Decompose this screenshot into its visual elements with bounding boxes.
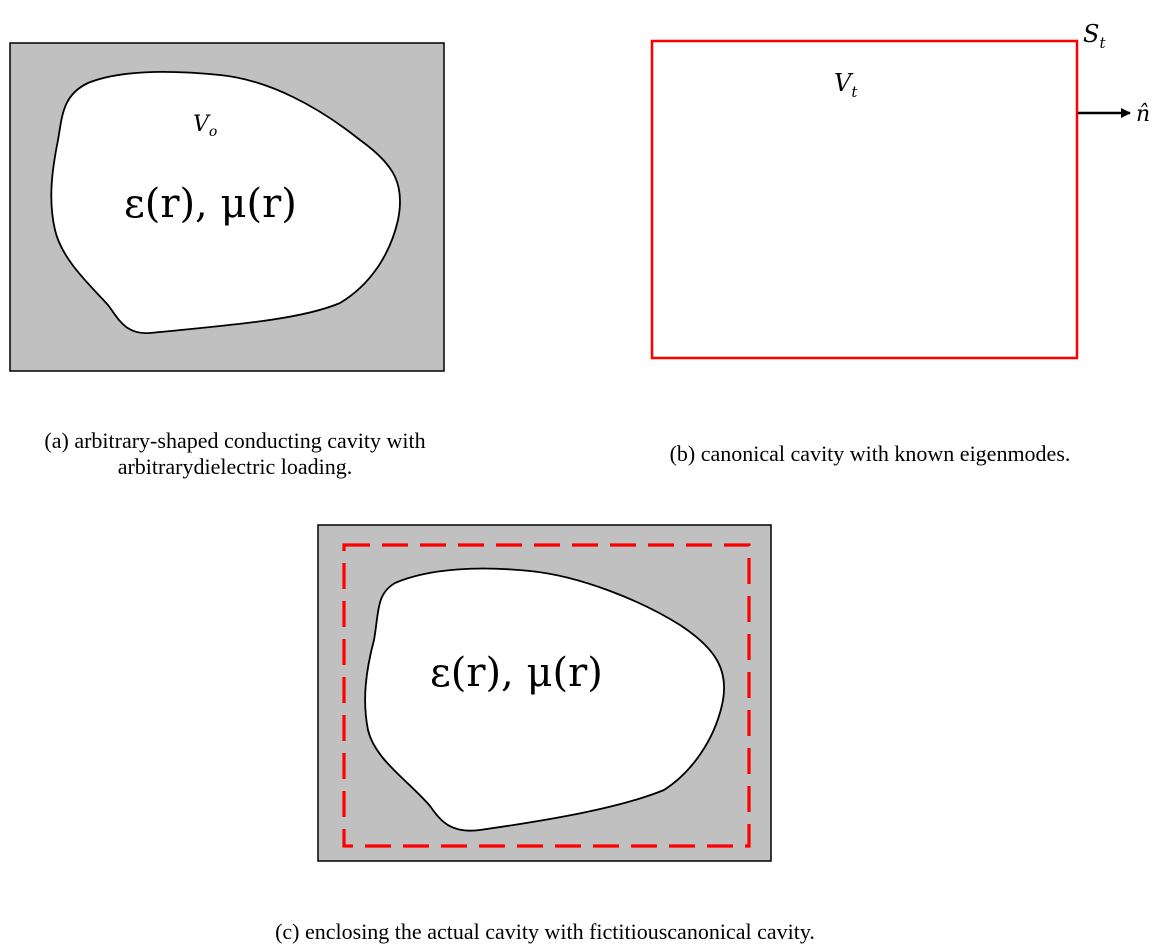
panel-a-cavity-shape	[50, 71, 401, 334]
panel-a-material-label: ε(r), μ(r)	[124, 181, 297, 227]
panel-a-caption-line-2: arbitrarydielectric loading.	[117, 454, 353, 479]
panel-b-normal-label: n̂	[1136, 102, 1150, 127]
panel-a-volume-label: Vo	[193, 112, 217, 140]
panel-c-caption: (c) enclosing the actual cavity with fic…	[275, 919, 815, 944]
panel-c-fictitious-canonical-boundary	[342, 543, 751, 848]
panel-a: Vo ε(r), μ(r)	[9, 42, 445, 372]
panel-a-caption: (a) arbitrary-shaped conducting cavity w…	[0, 428, 470, 480]
panel-b: Vt St n̂	[650, 20, 1150, 360]
panel-c-cavity-shape	[364, 567, 725, 832]
panel-c: ε(r), μ(r)	[317, 524, 772, 862]
panel-b-canonical-cavity-boundary	[650, 39, 1079, 360]
panel-b-caption: (b) canonical cavity with known eigenmod…	[669, 441, 1071, 466]
panel-c-material-label: ε(r), μ(r)	[430, 650, 603, 696]
panel-b-volume-label: Vt	[834, 69, 858, 101]
panel-a-caption-line-1: (a) arbitrary-shaped conducting cavity w…	[44, 428, 426, 453]
panel-b-surface-label: St	[1083, 20, 1106, 52]
